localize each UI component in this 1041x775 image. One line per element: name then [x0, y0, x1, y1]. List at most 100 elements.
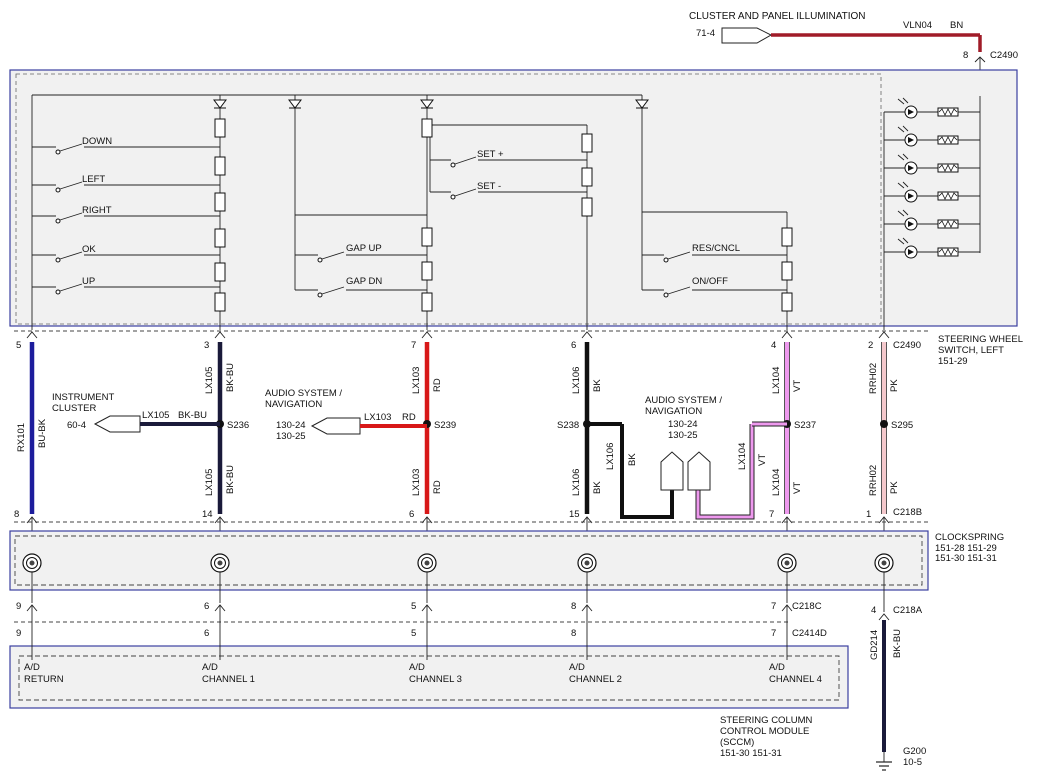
sccm-pin-label: CHANNEL 4 [769, 674, 822, 685]
audio-right-branch: AUDIO SYSTEM / NAVIGATION 130-24 130-25 … [587, 395, 787, 520]
resistor-icon [781, 227, 793, 247]
illumination-connector-icon [721, 27, 773, 44]
wire-circuit-upper: LX104 [771, 367, 782, 394]
illumination-color: BN [950, 20, 963, 31]
switch-internal-wiring: DOWN LEFT RIGHT OK UP GAP UP GAP DN SET … [31, 94, 981, 330]
switch-label-on-off: ON/OFF [692, 276, 728, 287]
splice-label-s236: S236 [227, 420, 249, 431]
wire-color-lower: BK [592, 481, 603, 494]
cluster-circuit: LX105 [142, 410, 169, 421]
audio-left-ref1: 130-24 [276, 420, 306, 431]
c2414d-label: C2414D [792, 628, 827, 639]
resistor-icon [214, 228, 226, 248]
resistor-icon [781, 292, 793, 312]
c218c-label: C218C [792, 601, 822, 612]
clockspring-refs-line2: 151-30 151-31 [935, 553, 997, 564]
splice-label-s295: S295 [891, 420, 913, 431]
clockspring-name: CLOCKSPRING [935, 532, 1004, 543]
resistor-icon [421, 118, 433, 138]
top-pin-2: 2 [868, 340, 873, 351]
resistor-icon [581, 197, 593, 217]
resistor-icon [214, 292, 226, 312]
audio-right-circuit-a: LX106 [605, 443, 616, 470]
wire-color-lower: RD [432, 480, 443, 494]
c218c-pin-9: 9 [16, 601, 21, 612]
sccm-pin-label: CHANNEL 3 [409, 674, 462, 685]
switch-label-right: RIGHT [82, 205, 112, 216]
clockspring-coils [22, 553, 894, 573]
switch-dashed-outline [15, 73, 882, 325]
sccm-name-line1: STEERING COLUMN [720, 715, 813, 726]
audio-left-branch: AUDIO SYSTEM / NAVIGATION 130-24 130-25 … [265, 388, 427, 442]
wire-color-upper: BK-BU [225, 363, 236, 392]
top-pin-4: 4 [771, 340, 776, 351]
audio-right-connector-icon-a [660, 451, 684, 491]
sccm-pin-label: A/D [202, 662, 218, 673]
illumination-pin: 8 [963, 50, 968, 61]
pin-arrow-icon [214, 331, 226, 339]
wire-circuit: RX101 [16, 423, 27, 452]
wire-color-lower: PK [889, 481, 900, 494]
audio-right-color-a: BK [627, 453, 638, 466]
led-ladder [884, 97, 980, 259]
switch-label-gap-dn: GAP DN [346, 276, 382, 287]
illumination-title: CLUSTER AND PANEL ILLUMINATION [689, 11, 866, 22]
audio-left-circuit: LX103 [364, 412, 391, 423]
switch-label-set-plus: SET + [477, 149, 504, 160]
illumination-feed: CLUSTER AND PANEL ILLUMINATION 71-4 VLN0… [689, 11, 1018, 96]
sccm-pin-label: CHANNEL 1 [202, 674, 255, 685]
switch-label-left: LEFT [82, 174, 105, 185]
resistor-icon [214, 156, 226, 176]
sccm-name-line3: (SCCM) [720, 737, 754, 748]
steering-wheel-switch-box [9, 69, 1018, 327]
c218c-pin-8: 8 [571, 601, 576, 612]
cluster-name-line2: CLUSTER [52, 403, 96, 414]
audio-right-ref1: 130-24 [668, 419, 698, 430]
switch-label-ok: OK [82, 244, 96, 255]
splice-label-s239: S239 [434, 420, 456, 431]
resistor-ladder-4 [781, 227, 793, 312]
top-pin-6: 6 [571, 340, 576, 351]
illumination-circuit: VLN04 [903, 20, 932, 31]
clockspring-refs-line1: 151-28 151-29 [935, 543, 997, 554]
resistor-icon [421, 292, 433, 312]
sccm-pin-label: A/D [409, 662, 425, 673]
wire-color-lower: BK-BU [225, 465, 236, 494]
top-pin-5: 5 [16, 340, 21, 351]
resistor-icon [214, 118, 226, 138]
wire-color: BU-BK [37, 418, 48, 448]
resistor-icon [421, 227, 433, 247]
switch-label-gap-up: GAP UP [346, 243, 382, 254]
c2414d-pin-9: 9 [16, 628, 21, 639]
ground-color: BK-BU [892, 629, 903, 658]
switch-group-1: DOWN LEFT RIGHT OK UP [32, 136, 220, 295]
illumination-connector: C2490 [990, 50, 1018, 61]
cluster-connector-icon [93, 415, 141, 433]
splice-label-s237: S237 [794, 420, 816, 431]
audio-left-name-line2: NAVIGATION [265, 399, 322, 410]
sccm-pin-label: A/D [769, 662, 785, 673]
bottom-pin-6: 6 [409, 509, 414, 520]
connector-c2490-row: C2490 STEERING WHEEL SWITCH, LEFT 151-29 [14, 330, 1023, 367]
bottom-pin-1: 1 [866, 509, 871, 520]
diode-icon [635, 99, 649, 109]
resistor-icon [214, 262, 226, 282]
switch-ref: 151-29 [938, 356, 968, 367]
resistor-icon [421, 261, 433, 281]
c2490-label: C2490 [893, 340, 921, 351]
resistor-icon [781, 261, 793, 281]
audio-right-connector-icon-b [687, 451, 711, 491]
ground-ref: 10-5 [903, 757, 922, 768]
clockspring: CLOCKSPRING 151-28 151-29 151-30 151-31 [9, 530, 1004, 591]
wire-circuit-lower: LX106 [571, 469, 582, 496]
ground-circuit: GD214 [869, 630, 880, 660]
ground-connector: C218A [893, 605, 923, 616]
switch-group-3: SET + SET - [430, 149, 587, 200]
ground-pin: 4 [871, 605, 876, 616]
bottom-pin-15: 15 [569, 509, 580, 520]
sccm-pin-label: RETURN [24, 674, 64, 685]
